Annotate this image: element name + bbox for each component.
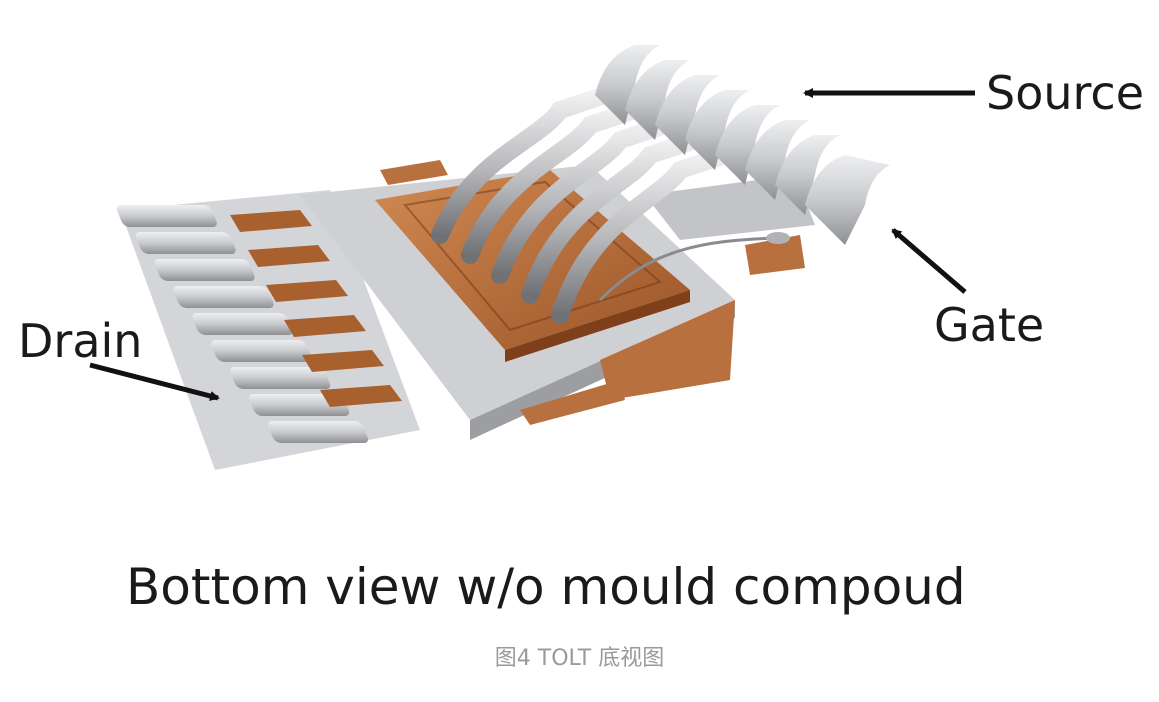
figure-caption: Bottom view w/o mould compoud [126, 558, 966, 616]
drain-copper-rungs [230, 210, 402, 407]
gate-arrow [891, 228, 967, 294]
drain-pins [116, 205, 369, 443]
gate-label: Gate [934, 298, 1045, 352]
source-pins [595, 45, 890, 245]
pointer-arrows [89, 88, 975, 401]
drain-label: Drain [18, 314, 143, 368]
drain-lead-frame [116, 190, 420, 470]
source-clip-wires [431, 81, 749, 324]
source-label: Source [986, 66, 1144, 120]
drain-arrow [89, 362, 220, 401]
figure-subcaption: 图4 TOLT 底视图 [494, 646, 665, 671]
